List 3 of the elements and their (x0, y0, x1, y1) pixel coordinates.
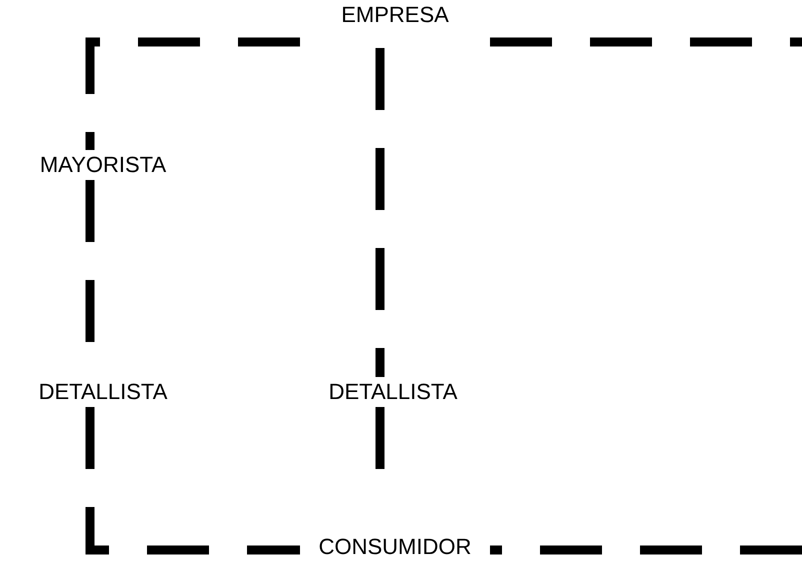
channel-line (490, 38, 802, 46)
channel-line (490, 546, 802, 554)
channel-line (376, 48, 384, 377)
